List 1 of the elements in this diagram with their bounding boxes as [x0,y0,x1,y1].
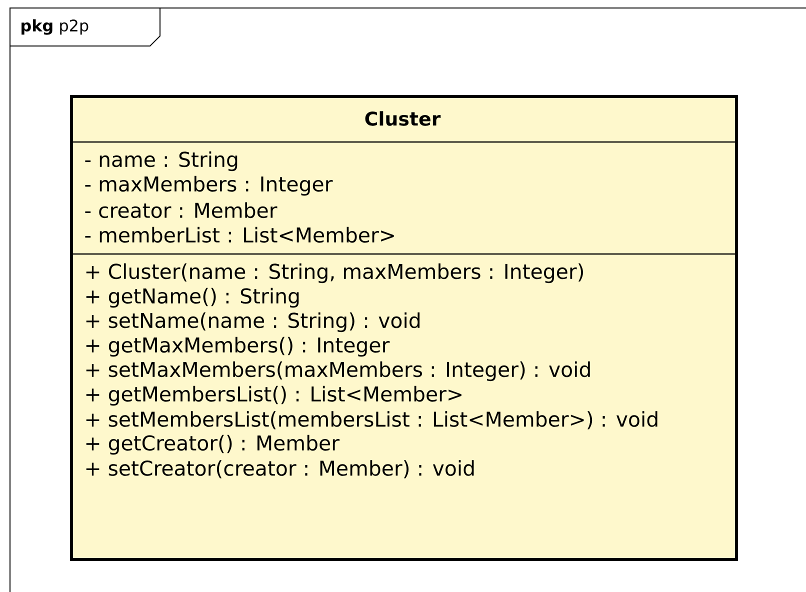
class-box: Cluster - name : String - maxMembers : Integer - creator : Member - memberList : List<Member> + Cluster(name : String, maxMembers : Integer) + getName() : String + setName(name : String) : void + getMaxMembers() : Integer + setMaxMembers(maxMembers : Integer) : void + getMembersList() : List<Member> + setMembersList(membersList : List<Member>) : void + getCreator() : Member + setCreator(creator : Member) : void [70,95,738,561]
